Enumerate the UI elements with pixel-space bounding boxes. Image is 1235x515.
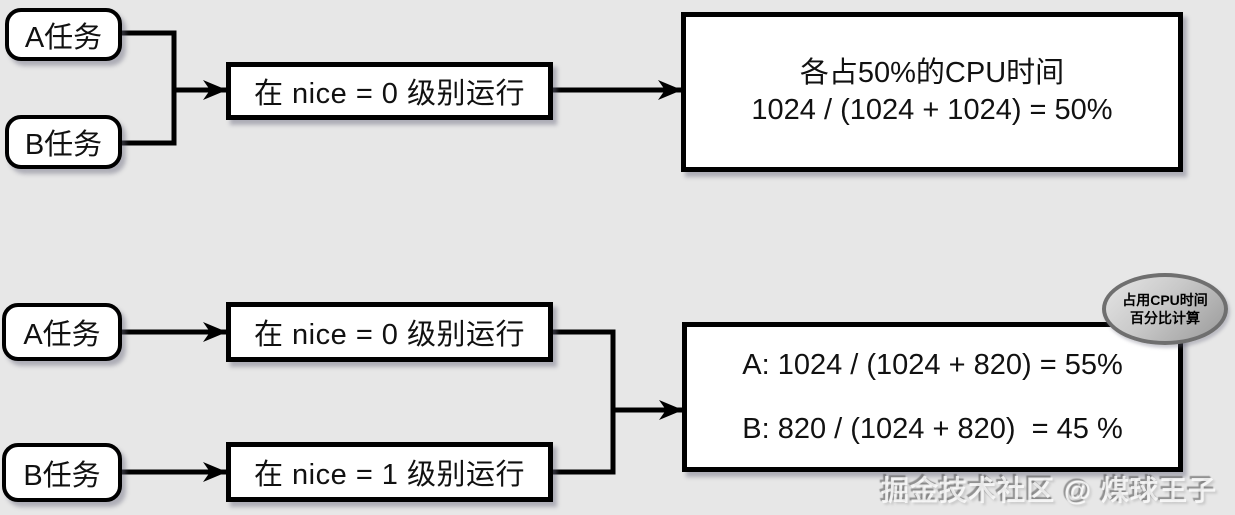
bottom-merge-bracket	[553, 329, 616, 475]
watermark-text: 掘金技术社区 @ 煤球王子	[881, 475, 1217, 506]
top-result-line2: 1024 / (1024 + 1024) = 50%	[751, 94, 1113, 126]
badge-line1: 占用CPU时间	[1122, 292, 1208, 308]
bottom-task-a-box: A任务	[2, 303, 122, 361]
bottom-result-box: A: 1024 / (1024 + 820) = 55% B: 820 / (1…	[682, 322, 1183, 472]
bottom-result-line-a: A: 1024 / (1024 + 820) = 55%	[742, 349, 1123, 381]
bottom-process-a-box: 在 nice = 0 级别运行	[226, 302, 553, 362]
top-process-box: 在 nice = 0 级别运行	[226, 62, 553, 120]
bottom-task-b-label: B任务	[23, 459, 101, 492]
bottom-process-a-label: 在 nice = 0 级别运行	[254, 319, 525, 351]
top-task-a-label: A任务	[24, 21, 103, 54]
bottom-task-b-box: B任务	[2, 443, 122, 502]
top-merge-bracket	[122, 30, 177, 146]
top-task-b-box: B任务	[5, 115, 122, 169]
top-task-b-label: B任务	[24, 129, 103, 161]
bottom-process-b-box: 在 nice = 1 级别运行	[226, 442, 553, 502]
cpu-time-percentage-badge: 占用CPU时间 百分比计算	[1102, 273, 1228, 345]
bottom-result-line-b: B: 820 / (1024 + 820) = 45 %	[742, 413, 1123, 445]
bottom-process-b-label: 在 nice = 1 级别运行	[254, 459, 525, 491]
badge-line2: 百分比计算	[1130, 310, 1200, 326]
top-process-label: 在 nice = 0 级别运行	[254, 78, 525, 110]
bottom-task-a-label: A任务	[23, 319, 101, 351]
top-result-box: 各占50%的CPU时间 1024 / (1024 + 1024) = 50%	[681, 12, 1183, 172]
top-result-line1: 各占50%的CPU时间	[799, 57, 1065, 89]
top-task-a-box: A任务	[5, 8, 122, 61]
